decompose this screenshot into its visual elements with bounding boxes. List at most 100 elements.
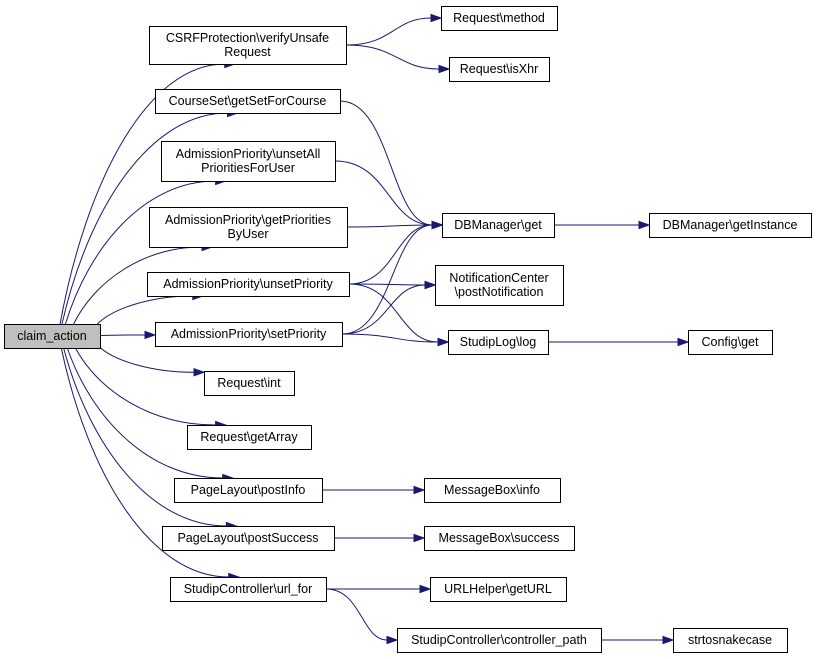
node-label: DBManager\get: [454, 218, 542, 232]
node-notif[interactable]: NotificationCenter\postNotification: [435, 265, 564, 306]
arrowhead-icon: [413, 485, 426, 495]
node-box: [397, 628, 602, 653]
edge-line: [63, 347, 227, 527]
node-reqxhr[interactable]: Request\isXhr: [449, 57, 550, 82]
edge-setprio-to-notif: [341, 280, 437, 335]
node-studiplog[interactable]: StudipLog\log: [448, 330, 549, 355]
node-label: Request\int: [217, 376, 281, 390]
node-claim[interactable]: claim_action: [4, 324, 101, 349]
node-label: Request\method: [453, 11, 545, 25]
node-courseset[interactable]: CourseSet\getSetForCourse: [155, 89, 341, 114]
node-label: URLHelper\getURL: [444, 582, 552, 596]
node-dbinst[interactable]: DBManager\getInstance: [649, 213, 812, 238]
edge-line: [345, 44, 440, 70]
node-box: [424, 526, 575, 551]
node-box: [424, 478, 561, 503]
node-label: CSRFProtection\verifyUnsafe: [166, 31, 329, 45]
node-postsuccess[interactable]: PageLayout\postSuccess: [162, 526, 335, 551]
edge-unsetprio-to-studiplog: [348, 283, 450, 347]
edge-line: [348, 283, 426, 286]
edge-line: [348, 224, 433, 285]
node-reqarray[interactable]: Request\getArray: [187, 425, 312, 450]
node-label: AdmissionPriority\unsetAll: [176, 147, 321, 161]
arrowhead-icon: [662, 635, 675, 645]
edge-claim-to-setprio: [99, 330, 157, 340]
node-box: [149, 26, 347, 65]
edge-line: [345, 17, 432, 46]
edges-layer: [59, 13, 690, 645]
node-label: AdmissionPriority\setPriority: [171, 327, 327, 341]
node-msgsuccess[interactable]: MessageBox\success: [424, 526, 575, 551]
edge-line: [348, 283, 439, 343]
node-configget[interactable]: Config\get: [688, 330, 773, 355]
node-postinfo[interactable]: PageLayout\postInfo: [174, 478, 323, 503]
edge-postinfo-to-msginfo: [322, 485, 426, 495]
edge-unsetall-to-dbget: [334, 160, 444, 230]
edge-line: [59, 63, 225, 325]
node-reqmethod[interactable]: Request\method: [441, 6, 558, 31]
node-label: StudipLog\log: [460, 335, 537, 349]
node-setprio[interactable]: AdmissionPriority\setPriority: [155, 322, 343, 347]
node-dbget[interactable]: DBManager\get: [442, 213, 555, 238]
edge-line: [99, 334, 146, 337]
edge-setprio-to-studiplog: [341, 333, 450, 347]
node-box: [155, 322, 343, 347]
arrowhead-icon: [638, 220, 651, 230]
node-box: [673, 628, 788, 653]
edge-postsuccess-to-msgsuccess: [334, 533, 426, 543]
node-box: [449, 57, 550, 82]
edge-line: [66, 347, 223, 479]
node-box: [649, 213, 812, 238]
edge-setprio-to-dbget: [341, 220, 444, 335]
node-geturl[interactable]: URLHelper\getURL: [430, 577, 567, 602]
edge-line: [334, 160, 433, 226]
edge-line: [341, 224, 433, 335]
edge-ctrlpath-to-snake: [600, 635, 675, 645]
edge-line: [64, 180, 216, 325]
node-label: PageLayout\postSuccess: [177, 531, 318, 545]
node-label: \postNotification: [455, 285, 544, 299]
node-unsetall[interactable]: AdmissionPriority\unsetAllPrioritiesForU…: [161, 141, 336, 182]
node-label: Config\get: [702, 335, 760, 349]
node-label: Request: [224, 45, 271, 59]
edge-line: [325, 588, 388, 641]
node-msginfo[interactable]: MessageBox\info: [424, 478, 561, 503]
node-box: [688, 330, 773, 355]
node-label: AdmissionPriority\unsetPriority: [163, 277, 333, 291]
edge-claim-to-unsetprio: [96, 291, 205, 325]
node-label: Request\isXhr: [460, 62, 539, 76]
node-label: CourseSet\getSetForCourse: [169, 94, 327, 108]
arrowhead-icon: [438, 64, 451, 74]
arrowhead-icon: [413, 533, 426, 543]
node-ctrlpath[interactable]: StudipController\controller_path: [397, 628, 602, 653]
node-snake[interactable]: strtosnakecase: [673, 628, 788, 653]
node-box: [187, 425, 312, 450]
arrowhead-icon: [386, 635, 399, 645]
arrowhead-icon: [677, 337, 690, 347]
edge-unsetprio-to-dbget: [348, 220, 444, 285]
node-box: [162, 526, 335, 551]
node-label: StudipController\controller_path: [411, 633, 587, 647]
edge-line: [341, 333, 439, 343]
node-box: [161, 141, 336, 182]
node-box: [448, 330, 549, 355]
edge-studiplog-to-configget: [547, 337, 690, 347]
arrowhead-icon: [193, 368, 206, 377]
node-reqint[interactable]: Request\int: [204, 371, 295, 396]
node-box: [149, 207, 348, 248]
node-box: [442, 213, 555, 238]
node-box: [170, 577, 327, 602]
arrowhead-icon: [419, 584, 432, 594]
edge-urlfor-to-geturl: [326, 584, 432, 594]
arrowhead-icon: [424, 280, 437, 290]
node-unsetprio[interactable]: AdmissionPriority\unsetPriority: [147, 272, 350, 297]
node-box: [430, 577, 567, 602]
node-label: MessageBox\info: [444, 483, 540, 497]
arrowhead-icon: [144, 330, 157, 340]
edge-csrf-to-reqxhr: [345, 44, 451, 74]
node-urlfor[interactable]: StudipController\url_for: [170, 577, 327, 602]
